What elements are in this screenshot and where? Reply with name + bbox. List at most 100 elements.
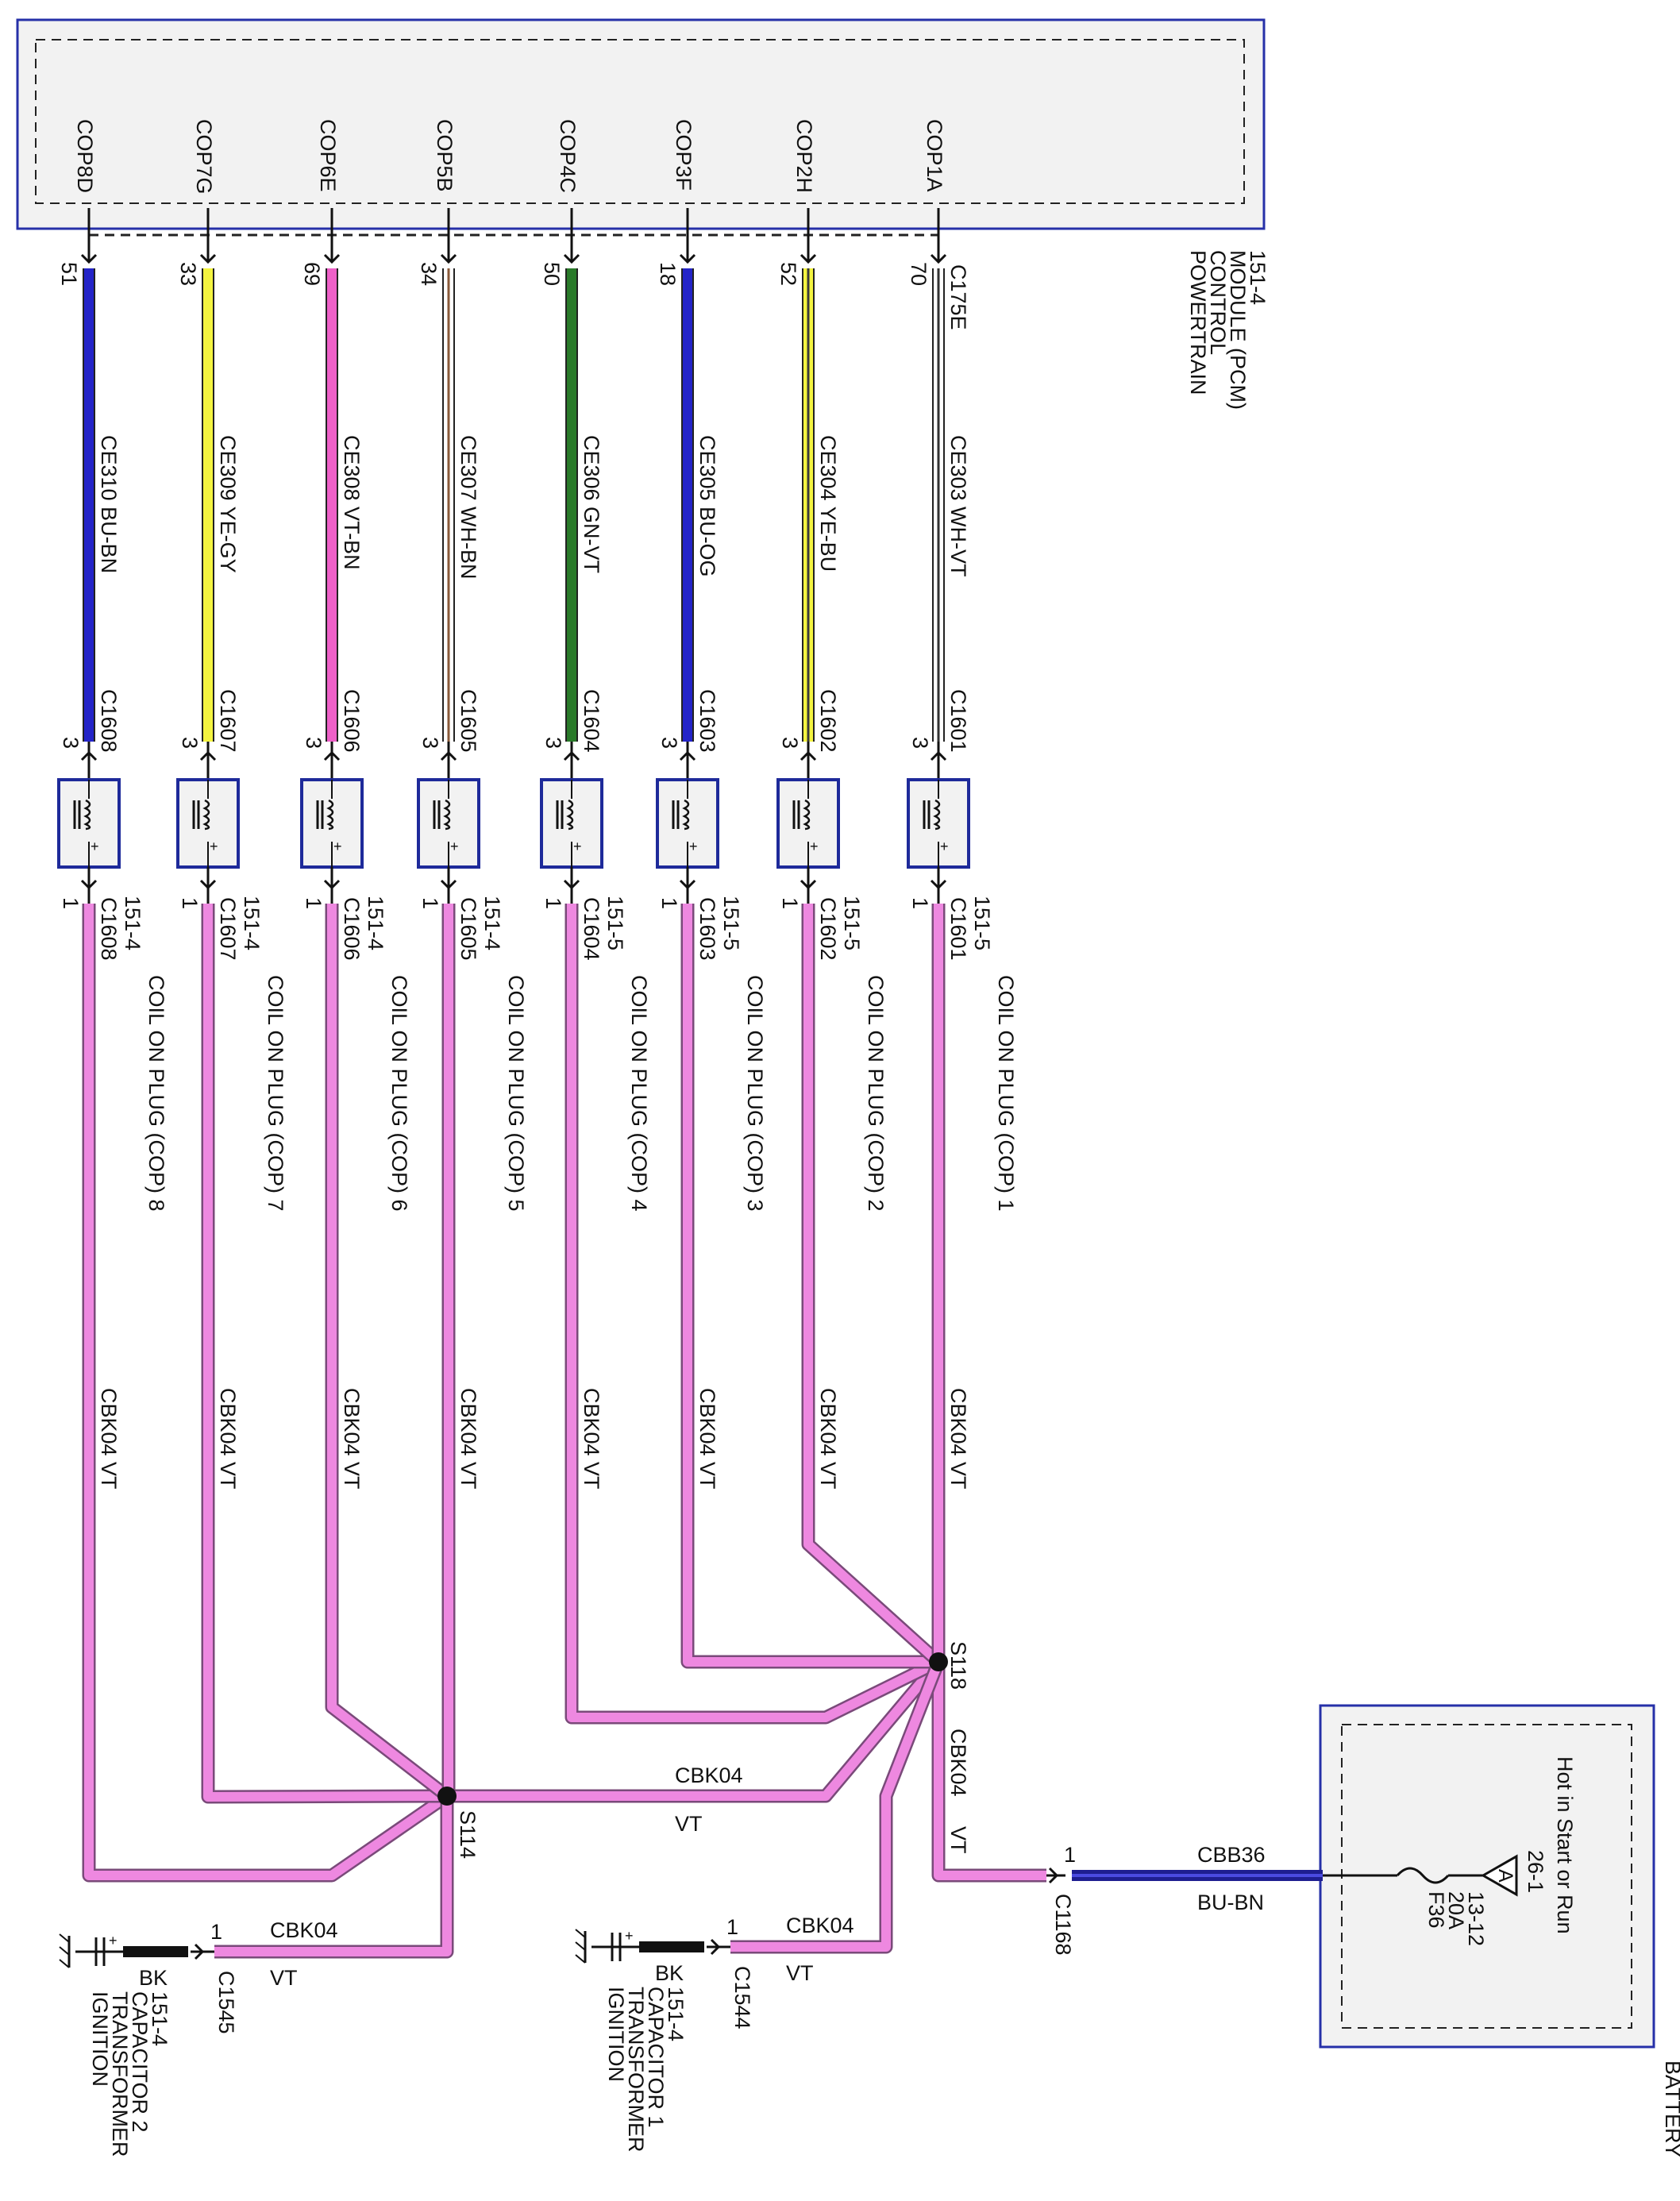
capacitor-name-line-2: CAPACITOR 2 [128, 1991, 152, 2133]
bottom-connector-label: C1608 [97, 897, 121, 961]
top-connector-label: C1605 [457, 689, 480, 753]
bottom-pin-number: 1 [178, 897, 202, 909]
pcm-pin-name: COP8D [73, 119, 97, 193]
bottom-connector-label: C1601 [946, 897, 970, 961]
feed-wire [567, 904, 941, 1722]
coil-circuit-6: + [656, 208, 719, 904]
feed-wire [84, 904, 450, 1880]
coil-name: COIL ON PLUG (COP) 7 [264, 975, 287, 1212]
coil-layer: ++++++++ [57, 208, 970, 904]
coil-winding-icon [326, 799, 334, 831]
capacitor-2: + [575, 1928, 730, 1964]
feed-circuit-label: CBK04 VT [816, 1388, 840, 1490]
cbb36-wire-stripe [1072, 1874, 1323, 1877]
feed-color-label-h: VT [675, 1812, 703, 1836]
capacitor-ground-color: BK [655, 1961, 684, 1985]
pcm-pin-number: 18 [656, 262, 680, 286]
bjb-page-ref: 26-1 [1524, 1850, 1547, 1893]
feed-circuit-label: CBK04 VT [696, 1388, 719, 1490]
bottom-connector-label: C1603 [696, 897, 719, 961]
coil-name: COIL ON PLUG (COP) 4 [627, 975, 651, 1212]
pcm-pin-number: 51 [57, 262, 81, 286]
coil-page-ref: 151-4 [121, 896, 144, 950]
splice-s114-label: S114 [456, 1810, 480, 1859]
bjb-name-line-0: BATTERY [1661, 2060, 1680, 2157]
feed-wire [683, 904, 938, 1667]
coil-plus-sign: + [333, 838, 342, 854]
bottom-pin-number: 1 [657, 897, 681, 909]
circuit-label: CE306 GN-VT [580, 435, 603, 573]
top-pin-number: 3 [59, 737, 83, 749]
capacitor-color-label: VT [786, 1961, 814, 1985]
signal-wire-stripe [937, 268, 940, 742]
pcm-name-line-0: POWERTRAIN [1186, 250, 1210, 395]
coil-name: COIL ON PLUG (COP) 8 [144, 975, 168, 1212]
coil-page-ref: 151-5 [719, 896, 743, 950]
signal-wire-stripe [447, 268, 450, 742]
coil-winding-icon [803, 799, 811, 831]
pcm-name-line-2: MODULE (PCM) [1226, 250, 1250, 410]
signal-wire-stripe [807, 268, 810, 742]
ground-icon [59, 1959, 70, 1968]
bottom-pin-number: 1 [418, 897, 442, 909]
top-pin-number: 3 [418, 737, 442, 749]
circuit-label: CE304 YE-BU [816, 435, 840, 572]
ground-icon [575, 1954, 586, 1964]
splice-s118-label: S118 [946, 1641, 970, 1690]
pcm-pin-number: 50 [540, 262, 564, 286]
fuse-label-line-2: 13-12 [1464, 1891, 1488, 1946]
bottom-pin-number: 1 [302, 897, 326, 909]
signal-wire-stripe [330, 268, 333, 742]
capacitor-connector-arrow [194, 1943, 205, 1960]
connector-arrow [930, 253, 947, 264]
feed-wire [327, 904, 450, 1800]
feed-circuit-label-h: CBK04 [675, 1763, 743, 1787]
capacitor-name-line-1: TRANSFORMER [624, 1987, 648, 2153]
capacitor-pin: 1 [210, 1920, 222, 1944]
feed-wire [934, 1662, 1046, 1880]
capacitor-2: + [59, 1933, 214, 1968]
top-connector-label: C1606 [340, 689, 364, 753]
feed-circuit-label: CBK04 VT [580, 1388, 603, 1490]
coil-page-ref: 151-4 [480, 896, 504, 950]
bk-ground-wire [123, 1946, 188, 1957]
top-connector-label: C1608 [97, 689, 121, 753]
c1168-connector-label: C1168 [1051, 1894, 1075, 1956]
connector-arrow [440, 879, 457, 890]
circuit-extra-label: C175E [946, 264, 970, 330]
feed-circuit-label: CBK04 VT [340, 1388, 364, 1490]
coil-plus-sign: + [810, 838, 819, 854]
top-pin-number: 3 [908, 737, 932, 749]
fuse-icon [1396, 1867, 1450, 1884]
pcm-pin-number: 33 [176, 262, 200, 286]
feed-circuit-label: CBK04 VT [97, 1388, 121, 1490]
capacitor-plus-sign: + [109, 1933, 118, 1949]
fuse-label-line-1: 20A [1444, 1891, 1468, 1929]
coil-winding-icon [202, 799, 210, 831]
bottom-connector-label: C1606 [340, 897, 364, 961]
coil-circuit-4: + [417, 208, 480, 904]
coil-page-ref: 151-5 [603, 896, 627, 950]
pcm-name-line-3: 151-4 [1246, 250, 1270, 305]
feed-wire [803, 904, 942, 1666]
circuit-label: CE309 YE-GY [216, 435, 240, 573]
top-pin-number: 3 [178, 737, 202, 749]
coil-plus-sign: + [450, 838, 459, 854]
feed-wire [447, 1659, 942, 1801]
pcm-pin-name: COP4C [556, 119, 580, 193]
circuit-label: CE303 WH-VT [946, 435, 970, 577]
pcm-name-line-1: CONTROL [1206, 250, 1230, 355]
pcm-pin-name: COP3F [672, 119, 696, 191]
connector-arrow [800, 253, 817, 264]
coil-circuit-8: + [907, 208, 970, 904]
pcm-pin-name: COP1A [923, 119, 946, 192]
pcm-pin-name: COP5B [433, 119, 457, 192]
pcm-pin-name: COP2H [792, 119, 816, 193]
coil-name: COIL ON PLUG (COP) 1 [994, 975, 1018, 1212]
top-connector-label: C1601 [946, 689, 970, 753]
coil-circuit-2: + [176, 208, 240, 904]
